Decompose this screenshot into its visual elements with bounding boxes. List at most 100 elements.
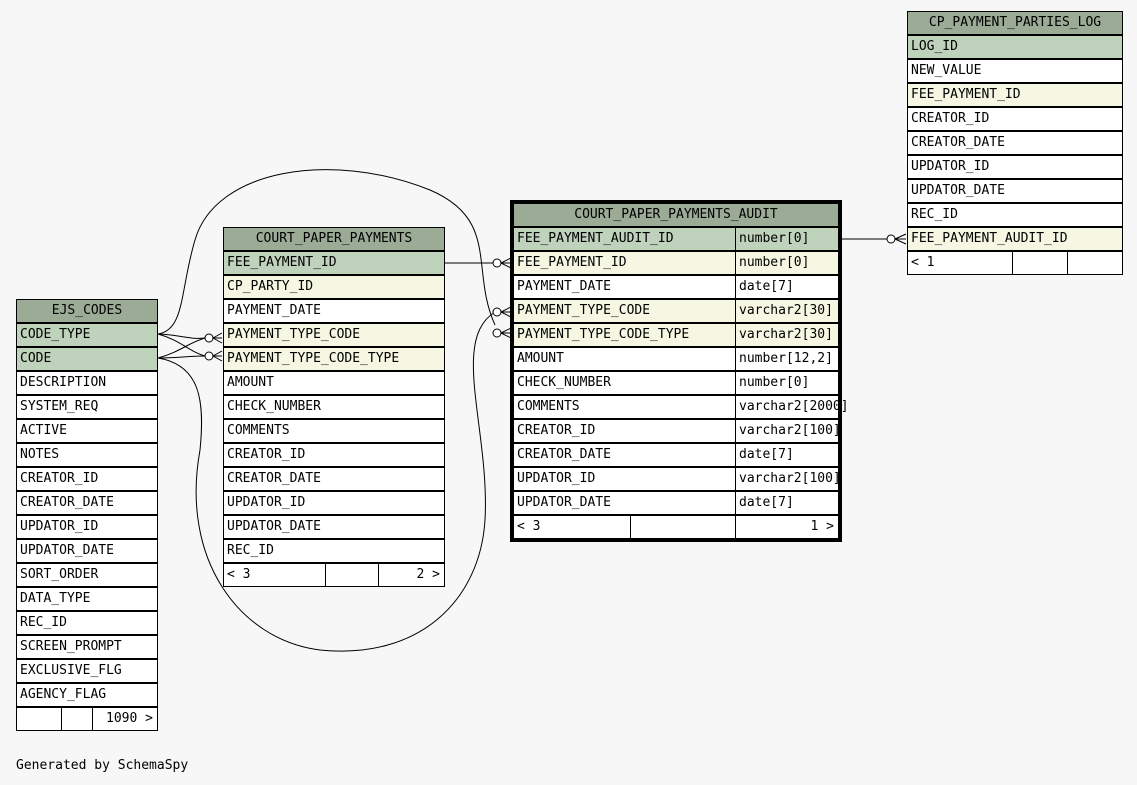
column-row-creator-date[interactable]: CREATOR_DATE bbox=[16, 491, 158, 515]
column-name: REC_ID bbox=[911, 207, 958, 222]
column-row-creator-id[interactable]: CREATOR_ID bbox=[16, 467, 158, 491]
column-row-updator-date[interactable]: UPDATOR_DATE date[7] bbox=[513, 491, 839, 515]
column-row-exclusive-flg[interactable]: EXCLUSIVE_FLG bbox=[16, 659, 158, 683]
column-row-rec-id[interactable]: REC_ID bbox=[16, 611, 158, 635]
table-name: CP_PAYMENT_PARTIES_LOG bbox=[928, 15, 1102, 30]
column-row-data-type[interactable]: DATA_TYPE bbox=[16, 587, 158, 611]
column-name: SCREEN_PROMPT bbox=[20, 639, 122, 654]
column-name: UPDATOR_ID bbox=[911, 159, 990, 174]
column-row-fee-payment-id[interactable]: FEE_PAYMENT_ID bbox=[907, 83, 1123, 107]
parent-count: < 3 bbox=[227, 567, 251, 582]
column-row-rec-id[interactable]: REC_ID bbox=[223, 539, 445, 563]
column-row-system-req[interactable]: SYSTEM_REQ bbox=[16, 395, 158, 419]
column-row-log-id[interactable]: LOG_ID bbox=[907, 35, 1123, 59]
column-name: REC_ID bbox=[227, 543, 274, 558]
column-row-active[interactable]: ACTIVE bbox=[16, 419, 158, 443]
column-row-updator-id[interactable]: UPDATOR_ID bbox=[16, 515, 158, 539]
column-name: AMOUNT bbox=[517, 351, 564, 366]
parent-count: < 1 bbox=[911, 255, 935, 270]
column-name: FEE_PAYMENT_ID bbox=[227, 255, 337, 270]
column-row-check-number[interactable]: CHECK_NUMBER bbox=[223, 395, 445, 419]
column-row-code[interactable]: CODE bbox=[16, 347, 158, 371]
crowfoot-circle bbox=[204, 333, 214, 343]
column-row-payment-type-code-type[interactable]: PAYMENT_TYPE_CODE_TYPE bbox=[223, 347, 445, 371]
child-count: 2 > bbox=[378, 564, 444, 586]
column-name: CODE_TYPE bbox=[20, 327, 91, 342]
column-name: PAYMENT_TYPE_CODE bbox=[227, 327, 361, 342]
column-row-fee-payment-id[interactable]: FEE_PAYMENT_ID bbox=[223, 251, 445, 275]
table-header[interactable]: COURT_PAPER_PAYMENTS_AUDIT bbox=[513, 203, 839, 227]
column-name: ACTIVE bbox=[20, 423, 67, 438]
column-row-creator-id[interactable]: CREATOR_ID bbox=[907, 107, 1123, 131]
crowfoot bbox=[500, 306, 512, 318]
column-name: SYSTEM_REQ bbox=[20, 399, 99, 414]
column-row-updator-date[interactable]: UPDATOR_DATE bbox=[223, 515, 445, 539]
column-row-amount[interactable]: AMOUNT bbox=[223, 371, 445, 395]
child-count: 1 > bbox=[735, 516, 838, 538]
column-row-new-value[interactable]: NEW_VALUE bbox=[907, 59, 1123, 83]
child-count: 1090 > bbox=[92, 708, 157, 730]
column-row-updator-date[interactable]: UPDATOR_DATE bbox=[16, 539, 158, 563]
crowfoot bbox=[212, 332, 223, 344]
child-count bbox=[1067, 252, 1122, 274]
column-row-sort-order[interactable]: SORT_ORDER bbox=[16, 563, 158, 587]
column-row-rec-id[interactable]: REC_ID bbox=[907, 203, 1123, 227]
column-row-payment-date[interactable]: PAYMENT_DATE bbox=[223, 299, 445, 323]
column-name: PAYMENT_DATE bbox=[517, 279, 611, 294]
crowfoot bbox=[212, 350, 223, 362]
table-header[interactable]: CP_PAYMENT_PARTIES_LOG bbox=[907, 11, 1123, 35]
column-row-creator-id[interactable]: CREATOR_ID bbox=[223, 443, 445, 467]
column-name: NOTES bbox=[20, 447, 60, 462]
column-name: UPDATOR_DATE bbox=[517, 495, 611, 510]
table-footer: < 3 2 > bbox=[223, 563, 445, 587]
column-name: CP_PARTY_ID bbox=[227, 279, 314, 294]
column-row-updator-id[interactable]: UPDATOR_ID bbox=[907, 155, 1123, 179]
column-name: AMOUNT bbox=[227, 375, 274, 390]
column-row-creator-date[interactable]: CREATOR_DATE bbox=[223, 467, 445, 491]
column-name: LOG_ID bbox=[911, 39, 958, 54]
column-row-updator-id[interactable]: UPDATOR_ID bbox=[223, 491, 445, 515]
column-row-payment-type-code[interactable]: PAYMENT_TYPE_CODE bbox=[223, 323, 445, 347]
column-name: CREATOR_DATE bbox=[20, 495, 114, 510]
column-type: varchar2[30] bbox=[735, 300, 838, 322]
column-name: SORT_ORDER bbox=[20, 567, 99, 582]
footer-spacer bbox=[325, 564, 378, 586]
column-row-cp-party-id[interactable]: CP_PARTY_ID bbox=[223, 275, 445, 299]
column-name: DATA_TYPE bbox=[20, 591, 91, 606]
column-row-comments[interactable]: COMMENTS bbox=[223, 419, 445, 443]
column-type: date[7] bbox=[735, 492, 838, 514]
column-row-notes[interactable]: NOTES bbox=[16, 443, 158, 467]
column-row-updator-date[interactable]: UPDATOR_DATE bbox=[907, 179, 1123, 203]
column-row-description[interactable]: DESCRIPTION bbox=[16, 371, 158, 395]
column-type: varchar2[100] bbox=[735, 420, 841, 442]
column-row-agency-flag[interactable]: AGENCY_FLAG bbox=[16, 683, 158, 707]
table-header[interactable]: COURT_PAPER_PAYMENTS bbox=[223, 227, 445, 251]
crowfoot-circle bbox=[492, 307, 502, 317]
crowfoot-circle bbox=[492, 328, 502, 338]
table-court-paper-payments[interactable]: COURT_PAPER_PAYMENTS FEE_PAYMENT_ID CP_PAR… bbox=[223, 227, 445, 587]
table-footer: < 1 bbox=[907, 251, 1123, 275]
column-row-screen-prompt[interactable]: SCREEN_PROMPT bbox=[16, 635, 158, 659]
table-header[interactable]: EJS_CODES bbox=[16, 299, 158, 323]
column-type: date[7] bbox=[735, 444, 838, 466]
column-row-fee-payment-audit-id[interactable]: FEE_PAYMENT_AUDIT_ID bbox=[907, 227, 1123, 251]
table-name: COURT_PAPER_PAYMENTS bbox=[255, 231, 413, 246]
column-type: number[0] bbox=[735, 228, 838, 250]
column-row-creator-date[interactable]: CREATOR_DATE bbox=[907, 131, 1123, 155]
column-row-code-type[interactable]: CODE_TYPE bbox=[16, 323, 158, 347]
